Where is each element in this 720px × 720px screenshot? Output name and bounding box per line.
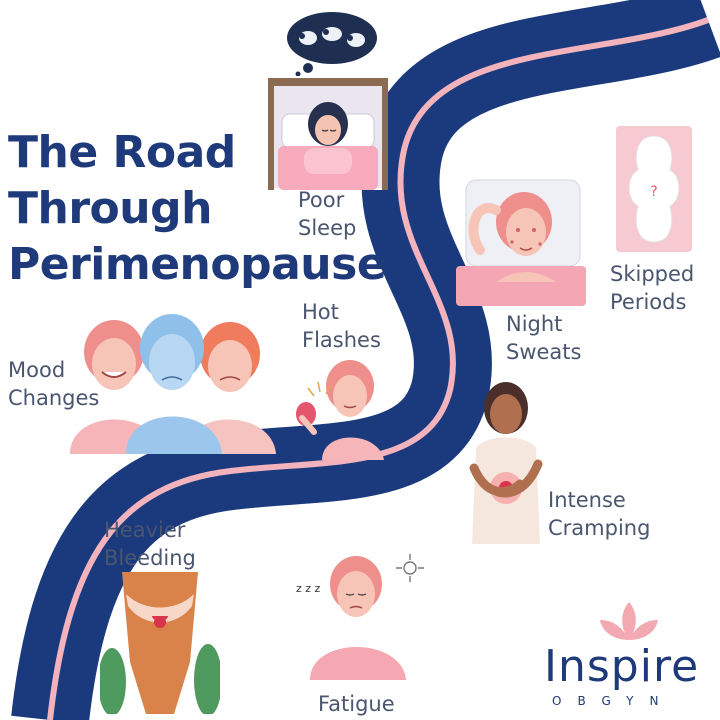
label-skipped-periods: Skipped Periods [610,260,694,316]
brand-wordmark: Inspire [544,641,700,692]
sweating-woman-in-bed-illustration [456,179,586,306]
label-night-sweats-line2: Sweats [506,340,582,364]
label-poor-sleep: Poor Sleep [298,186,356,242]
label-heavier-bleeding-line2: Bleeding [104,546,196,570]
label-poor-sleep-line1: Poor [298,188,345,212]
title-line-2: Through [8,183,212,234]
label-night-sweats-line1: Night [506,312,563,336]
pelvis-bleeding-illustration [100,572,220,714]
label-fatigue: Fatigue [318,690,395,718]
road-stripe [47,17,710,720]
brand-subtitle: OBGYN [552,694,675,708]
label-fatigue-line1: Fatigue [318,692,395,716]
sanitary-pad-icon: ? [616,126,692,252]
label-skipped-periods-line2: Periods [610,290,687,314]
woman-with-fan-illustration [296,360,384,460]
label-intense-cramping-line2: Cramping [548,516,651,540]
sleeping-woman-illustration [268,78,388,190]
fatigue-zzz-icon: z z z [296,582,321,595]
label-night-sweats: Night Sweats [506,310,581,366]
label-hot-flashes-line2: Flashes [302,328,381,352]
title-line-3: Perimenopause [8,239,387,290]
label-skipped-periods-line1: Skipped [610,262,695,286]
counting-sheep-bubble-icon [287,12,377,76]
lotus-logo-icon [600,602,658,640]
label-hot-flashes: Hot Flashes [302,298,381,354]
label-intense-cramping: Intense Cramping [548,486,650,542]
label-mood-changes: Mood Changes [8,356,99,412]
label-heavier-bleeding: Heavier Bleeding [104,516,196,572]
three-faces-illustration [70,314,276,454]
tired-woman-illustration: z z z [296,554,424,680]
label-hot-flashes-line1: Hot [302,300,339,324]
label-mood-changes-line2: Changes [8,386,100,410]
woman-holding-stomach-illustration [469,382,543,544]
label-mood-changes-line1: Mood [8,358,66,382]
label-poor-sleep-line2: Sleep [298,216,357,240]
label-heavier-bleeding-line1: Heavier [104,518,186,542]
pad-question-mark: ? [650,184,657,200]
label-intense-cramping-line1: Intense [548,488,626,512]
title-line-1: The Road [8,127,236,178]
